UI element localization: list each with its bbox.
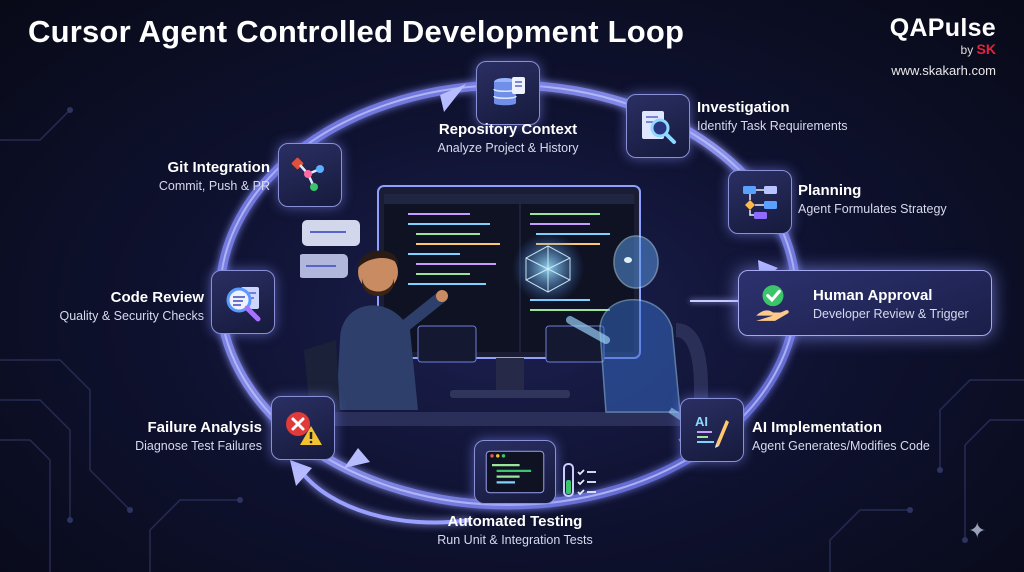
investigation-title: Investigation [697,99,790,116]
terminal-icon [485,450,545,494]
ai-code-icon: AI [695,414,729,448]
human-approval-card: Human Approval Developer Review & Trigge… [738,270,992,336]
magnifier-icon [642,111,676,144]
approval-hand-icon [756,285,789,321]
developer-laptop [417,325,477,363]
automated-testing-tile [474,440,556,504]
ai-implementation-label: AI Implementation Agent Generates/Modifi… [752,419,930,453]
planning-label: Planning Agent Formulates Strategy [798,182,947,216]
failure-analysis-subtitle: Diagnose Test Failures [135,439,262,453]
brand-url: www.skakarh.com [891,63,996,78]
repository-context-label: Repository Context Analyze Project & His… [410,121,606,155]
sparkle-icon: ✦ [968,518,987,543]
approval-connector [690,300,740,302]
database-icon [493,77,525,106]
git-branch-icon [291,157,324,191]
planning-title: Planning [798,182,862,199]
flowchart-icon [743,186,777,219]
robot-chair [675,323,708,413]
failure-analysis-label: Failure Analysis Diagnose Test Failures [100,419,262,453]
brand-mark: SK [976,41,996,57]
investigation-label: Investigation Identify Task Requirements [697,99,848,133]
failure-analysis-title: Failure Analysis [147,419,263,436]
approval-icon-wrap [747,277,799,329]
page-title: Cursor Agent Controlled Development Loop [28,14,685,49]
automated-testing-label: Automated Testing Run Unit & Integration… [410,513,620,547]
repository-context-title: Repository Context [438,121,578,138]
git-integration-label: Git Integration Commit, Push & PR [110,159,270,193]
developer-figure [304,250,448,412]
human-approval-subtitle: Developer Review & Trigger [813,307,969,321]
repository-context-subtitle: Analyze Project & History [437,141,579,155]
planning-subtitle: Agent Formulates Strategy [798,202,947,216]
git-integration-subtitle: Commit, Push & PR [158,179,270,193]
git-integration-tile [278,143,342,207]
test-tube-checklist-icon [563,463,596,497]
investigation-tile [626,94,690,158]
ai-implementation-tile: AI [680,398,744,462]
brand-name: QAPulse [889,14,996,42]
human-approval-label: Human Approval Developer Review & Trigge… [813,287,969,321]
brand-block: QAPulse by SK www.skakarh.com [890,14,996,78]
investigation-subtitle: Identify Task Requirements [697,119,848,133]
planning-tile [728,170,792,234]
repository-context-tile [476,61,540,125]
code-review-tile [211,270,275,334]
error-warning-icon [286,412,322,445]
git-integration-title: Git Integration [167,159,271,176]
central-scene-illustration [300,185,710,445]
code-review-title: Code Review [110,289,204,306]
ai-tile-text: AI [695,414,708,429]
code-review-subtitle: Quality & Security Checks [59,309,205,323]
automated-testing-title: Automated Testing [447,513,583,530]
ai-implementation-title: AI Implementation [752,419,883,436]
code-review-icon [226,287,261,322]
ai-implementation-subtitle: Agent Generates/Modifies Code [752,439,930,453]
code-review-label: Code Review Quality & Security Checks [40,289,205,323]
failure-analysis-tile [271,396,335,460]
brand-by-text: by [960,43,974,57]
automated-testing-subtitle: Run Unit & Integration Tests [437,533,593,547]
human-approval-title: Human Approval [813,287,933,304]
brand-byline: by SK [890,41,996,57]
